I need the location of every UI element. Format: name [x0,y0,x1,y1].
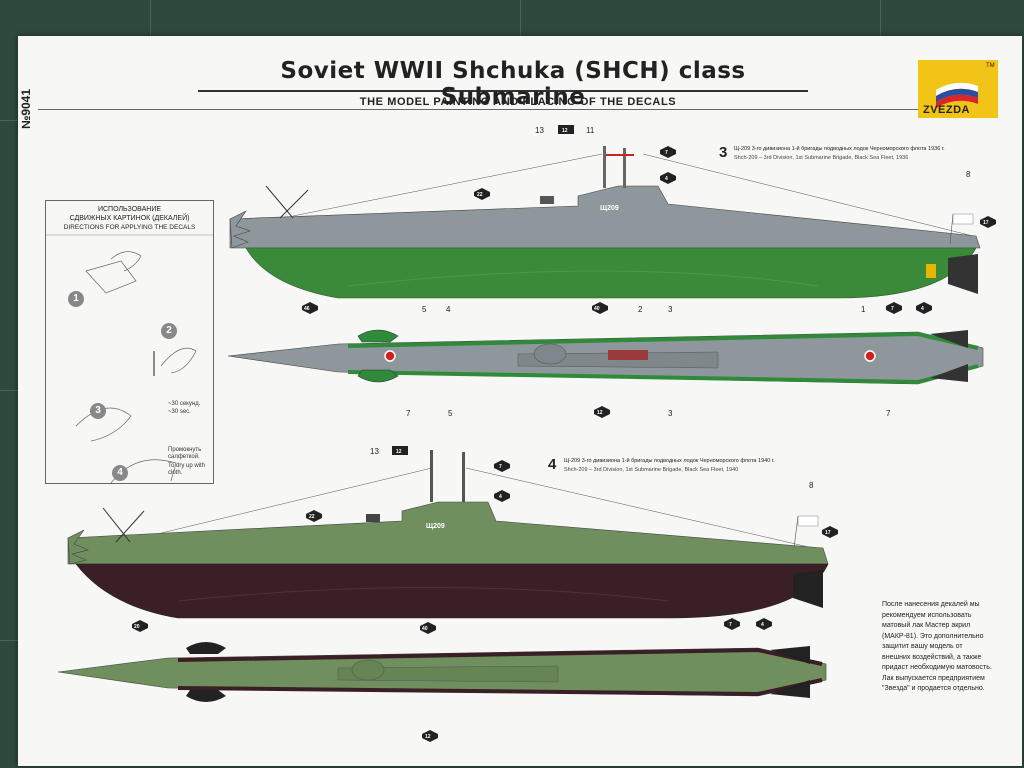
callout-s3-4b: 4 [446,305,451,314]
callout-s3-5: 5 [422,305,427,314]
step-1-number: 1 [68,291,84,307]
callout-s3-17: 17 [983,220,989,226]
callout-s4-22: 22 [309,514,315,520]
scheme-4-caption-ru: Щ-209 3-го дивизиона 1-й бригады подводн… [564,458,775,464]
varnish-note: После нанесения декалей мы рекомендуем и… [882,601,992,692]
step-4-text-en: To dry up with cloth. [168,463,206,476]
header-divider [38,109,998,110]
callout-s3-7d: 7 [886,409,891,418]
scheme-4-top-view [57,642,827,702]
submarine-drawings: Щ209 [57,125,996,742]
callout-s4-4b: 4 [761,622,764,628]
decal-instructions: ИСПОЛЬЗОВАНИЕ СДВИЖНЫХ КАРТИНОК (ДЕКАЛЕЙ… [45,200,214,484]
decal-sheet-sketch [85,260,137,294]
scheme-3-number: 3 [719,144,728,161]
callout-s4-17: 17 [825,530,831,536]
instructions-title-ru2: СДВИЖНЫХ КАРТИНОК (ДЕКАЛЕЙ) [69,215,190,222]
step-3-text-ru: ~30 секунд. [168,401,201,407]
step-3-text-en: ~30 sec. [168,409,191,415]
callout-s3-3: 3 [668,305,673,314]
scheme-4-caption-en: Shch-209 – 3rd Division, 1st Submarine B… [564,467,739,473]
scheme-4-side-view: Щ209 [67,450,829,619]
scheme-4-number: 4 [548,456,557,473]
callout-s3-7c: 7 [406,409,411,418]
scheme-3-caption-ru: Щ-209 3-го дивизиона 1-й бригады подводн… [734,146,945,152]
callout-s3-22: 22 [477,192,483,198]
step-4-number: 4 [112,465,128,481]
step-3-number: 3 [90,403,106,419]
step-4-text-ru: Промокнуть салфеткой. [168,447,202,460]
scheme-3-hull-number: Щ209 [600,205,619,212]
instruction-sheet: №9041 Soviet WWII Shchuka (SHCH) class S… [18,36,1022,766]
callout-s3-46: 46 [304,306,310,312]
callout-s3-5b: 5 [448,409,453,418]
callout-s3-4c: 4 [921,306,924,312]
scheme-3-side-view: Щ209 [229,146,981,299]
scheme-4-callouts: 13 12 7 4 22 8 17 20 40 7 4 12 [132,446,838,742]
title-rule [198,90,808,92]
callout-s3-13: 13 [535,126,544,135]
callout-s4-20: 20 [134,624,140,630]
scheme-3-callouts: 13 12 11 7 4 22 8 17 5 4 2 3 1 7 4 46 40 [302,125,996,418]
page-title: Soviet WWII Shchuka (SHCH) class Submari… [280,58,746,110]
step-2-number: 2 [161,323,177,339]
callout-s3-7: 7 [665,150,668,156]
scheme-3-top-view [227,329,984,385]
callout-s3-1: 1 [861,305,866,314]
callout-s3-8: 8 [966,170,971,179]
callout-s4-7b: 7 [729,622,732,628]
page-subtitle: THE MODEL PAINTING AND PLACING OF THE DE… [359,96,677,108]
callout-s4-12: 12 [396,449,402,455]
brand-name: ZVEZDA [923,104,970,116]
callout-s3-11: 11 [586,126,595,135]
callout-s4-7: 7 [499,464,502,470]
decal-instructions-title: ИСПОЛЬЗОВАНИЕ СДВИЖНЫХ КАРТИНОК (ДЕКАЛЕЙ… [46,205,213,232]
callout-s3-3b: 3 [668,409,673,418]
scheme-4-hull-number: Щ209 [426,523,445,530]
callout-s4-12b: 12 [425,734,431,740]
callout-s3-2: 2 [638,305,643,314]
tweezers-hand-sketch [160,347,197,374]
scheme-3-caption-en: Shch-209 – 3rd Division, 1st Submarine B… [734,155,909,161]
callout-s3-4: 4 [665,176,668,182]
callout-s4-40: 40 [422,626,428,632]
instructions-title-ru: ИСПОЛЬЗОВАНИЕ [97,206,162,213]
trademark: TM [986,63,995,69]
callout-s3-40: 40 [594,306,600,312]
russian-flag-icon [936,82,978,108]
callout-s4-13: 13 [370,447,379,456]
callout-s3-7b: 7 [891,306,894,312]
callout-s4-8: 8 [809,481,814,490]
scissors-hand-sketch [110,251,142,272]
zvezda-logo [918,60,998,118]
callout-s3-12b: 12 [597,410,603,416]
callout-s4-4: 4 [499,494,502,500]
instructions-title-en: DIRECTIONS FOR APPLYING THE DECALS [63,224,196,231]
callout-s3-12: 12 [562,128,568,134]
